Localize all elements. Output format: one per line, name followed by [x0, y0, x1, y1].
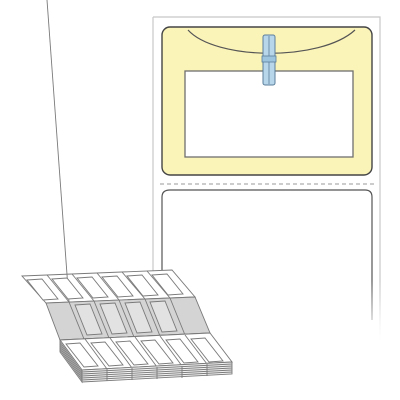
- clothespin-icon: [261, 34, 277, 86]
- fanfold-stack-icon: [21, 0, 233, 384]
- fanfold-top-strip: [21, 0, 196, 304]
- top-label: [161, 26, 373, 176]
- fanfold-bottom-stack: [59, 332, 233, 384]
